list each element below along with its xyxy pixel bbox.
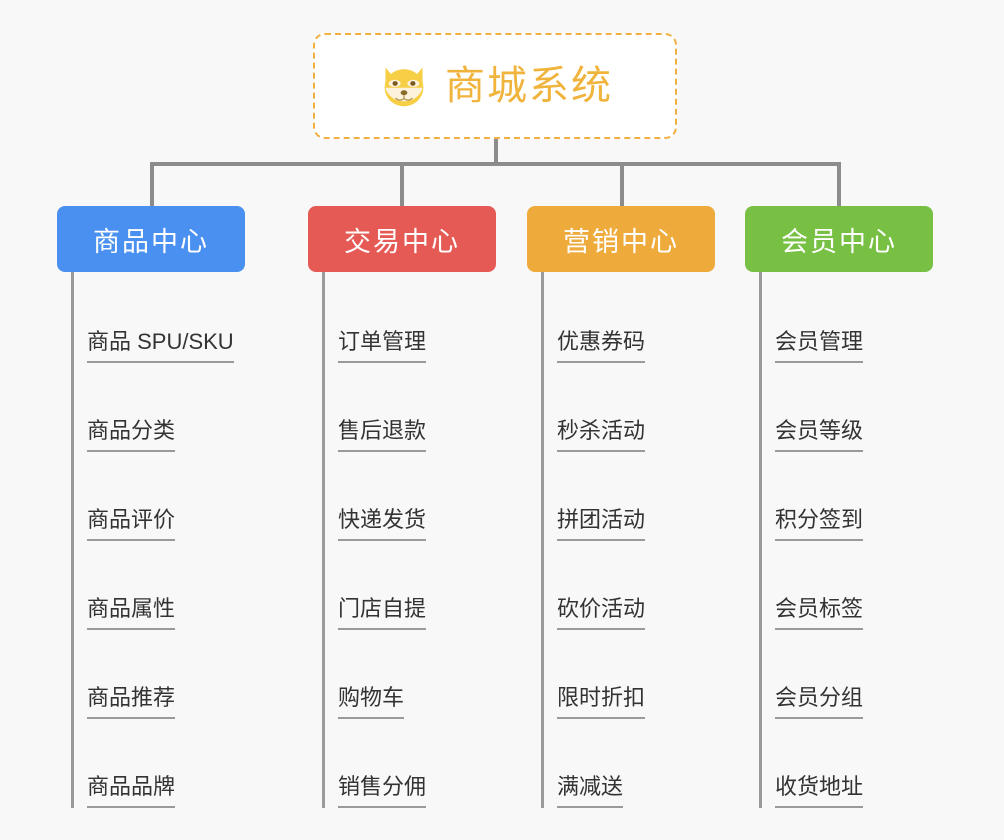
category-header-2[interactable]: 交易中心 <box>308 206 496 272</box>
leaf-label: 会员等级 <box>775 419 864 452</box>
branch-column-4: 会员中心 会员管理 会员等级 积分签到 会员标签 会员分组 收货地址 <box>745 206 933 808</box>
leaf-label: 会员管理 <box>775 330 864 363</box>
leaf-label: 收货地址 <box>775 775 864 808</box>
leaf-item[interactable]: 门店自提 <box>308 541 496 630</box>
leaf-label: 会员标签 <box>775 597 864 630</box>
leaf-spine-2 <box>322 272 325 808</box>
leaf-label: 商品推荐 <box>87 686 176 719</box>
leaf-label: 商品品牌 <box>87 775 176 808</box>
leaf-label: 砍价活动 <box>557 597 646 630</box>
leaf-label: 积分签到 <box>775 508 864 541</box>
branch-column-1: 商品中心 商品 SPU/SKU 商品分类 商品评价 商品属性 商品推荐 商品品牌 <box>57 206 245 808</box>
category-header-3[interactable]: 营销中心 <box>527 206 715 272</box>
leaf-item[interactable]: 购物车 <box>308 630 496 719</box>
leaf-item[interactable]: 商品推荐 <box>57 630 245 719</box>
leaf-spine-4 <box>759 272 762 808</box>
category-label-1: 商品中心 <box>93 226 209 257</box>
leaf-item[interactable]: 收货地址 <box>745 719 933 808</box>
branch-column-2: 交易中心 订单管理 售后退款 快递发货 门店自提 购物车 销售分佣 <box>308 206 496 808</box>
leaf-spine-3 <box>541 272 544 808</box>
shiba-dog-icon <box>384 67 424 107</box>
leaf-item[interactable]: 积分签到 <box>745 452 933 541</box>
leaf-item[interactable]: 快递发货 <box>308 452 496 541</box>
leaf-item[interactable]: 会员等级 <box>745 363 933 452</box>
leaf-item[interactable]: 会员管理 <box>745 274 933 363</box>
leaf-item[interactable]: 售后退款 <box>308 363 496 452</box>
leaf-item[interactable]: 商品评价 <box>57 452 245 541</box>
leaf-list-1: 商品 SPU/SKU 商品分类 商品评价 商品属性 商品推荐 商品品牌 <box>57 272 245 808</box>
leaf-item[interactable]: 销售分佣 <box>308 719 496 808</box>
leaf-item[interactable]: 拼团活动 <box>527 452 715 541</box>
leaf-label: 商品分类 <box>87 419 176 452</box>
connector-drop-1 <box>150 162 154 206</box>
connector-bus <box>150 162 841 166</box>
leaf-item[interactable]: 砍价活动 <box>527 541 715 630</box>
leaf-label: 优惠券码 <box>557 330 646 363</box>
category-header-1[interactable]: 商品中心 <box>57 206 245 272</box>
connector-drop-2 <box>400 162 404 206</box>
category-label-2: 交易中心 <box>344 226 460 257</box>
leaf-item[interactable]: 满减送 <box>527 719 715 808</box>
leaf-label: 拼团活动 <box>557 508 646 541</box>
category-label-4: 会员中心 <box>781 226 897 257</box>
leaf-item[interactable]: 订单管理 <box>308 274 496 363</box>
leaf-label: 门店自提 <box>338 597 427 630</box>
leaf-item[interactable]: 秒杀活动 <box>527 363 715 452</box>
leaf-list-2: 订单管理 售后退款 快递发货 门店自提 购物车 销售分佣 <box>308 272 496 808</box>
leaf-item[interactable]: 会员标签 <box>745 541 933 630</box>
leaf-label: 商品评价 <box>87 508 176 541</box>
leaf-item[interactable]: 限时折扣 <box>527 630 715 719</box>
leaf-label: 销售分佣 <box>338 775 427 808</box>
leaf-label: 购物车 <box>338 686 405 719</box>
category-label-3: 营销中心 <box>563 226 679 257</box>
leaf-item[interactable]: 商品 SPU/SKU <box>57 274 245 363</box>
leaf-item[interactable]: 商品分类 <box>57 363 245 452</box>
connector-trunk <box>494 139 498 166</box>
leaf-list-4: 会员管理 会员等级 积分签到 会员标签 会员分组 收货地址 <box>745 272 933 808</box>
leaf-item[interactable]: 优惠券码 <box>527 274 715 363</box>
root-node[interactable]: 商城系统 <box>313 33 677 139</box>
leaf-item[interactable]: 商品属性 <box>57 541 245 630</box>
leaf-label: 满减送 <box>557 775 624 808</box>
leaf-label: 秒杀活动 <box>557 419 646 452</box>
leaf-label: 商品属性 <box>87 597 176 630</box>
leaf-label: 售后退款 <box>338 419 427 452</box>
leaf-spine-1 <box>71 272 74 808</box>
leaf-item[interactable]: 会员分组 <box>745 630 933 719</box>
leaf-label: 订单管理 <box>338 330 427 363</box>
leaf-label: 商品 SPU/SKU <box>87 330 234 363</box>
connector-drop-3 <box>620 162 624 206</box>
root-title: 商城系统 <box>445 64 613 108</box>
leaf-label: 快递发货 <box>338 508 427 541</box>
category-header-4[interactable]: 会员中心 <box>745 206 933 272</box>
connector-drop-4 <box>837 162 841 206</box>
leaf-label: 会员分组 <box>775 686 864 719</box>
leaf-item[interactable]: 商品品牌 <box>57 719 245 808</box>
branch-column-3: 营销中心 优惠券码 秒杀活动 拼团活动 砍价活动 限时折扣 满减送 <box>527 206 715 808</box>
leaf-label: 限时折扣 <box>557 686 646 719</box>
leaf-list-3: 优惠券码 秒杀活动 拼团活动 砍价活动 限时折扣 满减送 <box>527 272 715 808</box>
